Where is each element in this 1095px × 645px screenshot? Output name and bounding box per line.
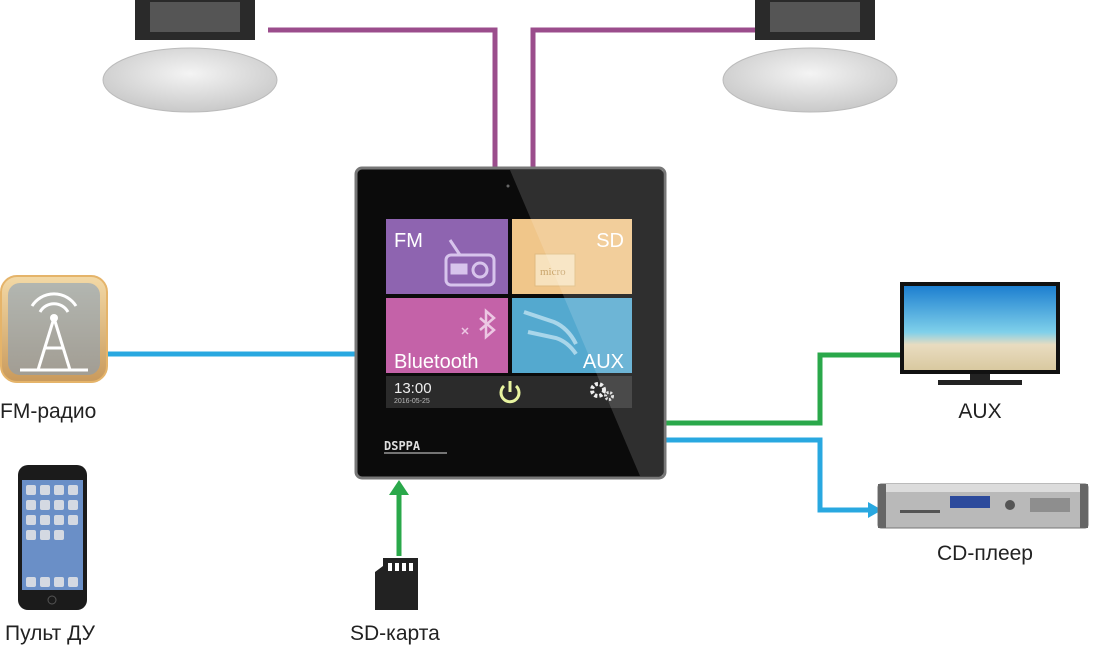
right-ceiling-speaker-icon	[722, 0, 898, 113]
cd-arrow-icon	[868, 502, 882, 518]
dsppa-logo: DSPPA	[384, 439, 447, 454]
sd-card-label: SD-карта	[350, 622, 440, 645]
power-icon[interactable]	[499, 381, 521, 404]
sd-card-icon	[375, 558, 418, 610]
svg-text:DSPPA: DSPPA	[384, 439, 421, 453]
speaker-cables	[268, 27, 762, 168]
cd-player-cable	[665, 437, 870, 513]
arrow-up-icon	[389, 480, 409, 495]
cd-player-label: CD-плеер	[937, 542, 1033, 565]
left-speaker-cable	[268, 27, 498, 168]
aux-cable	[665, 352, 902, 426]
bluetooth-icon	[461, 308, 496, 340]
wall-panel-device: FM SD Bluetooth AUX micro 13:00 2016-05-…	[354, 166, 667, 480]
clock-time: 13:00	[394, 380, 432, 397]
tile-bluetooth-label: Bluetooth	[394, 351, 479, 373]
right-speaker-cable	[530, 27, 762, 168]
clock-date: 2016-05-25	[394, 398, 430, 405]
remote-label: Пульт ДУ	[5, 622, 96, 645]
microsd-icon: micro	[534, 253, 576, 287]
fm-radio-tower-icon	[0, 275, 108, 383]
settings-gear-icon[interactable]	[590, 382, 614, 401]
audio-cable-icon	[523, 310, 578, 356]
tile-sd-label: SD	[596, 230, 624, 252]
smartphone-remote-icon	[18, 465, 87, 610]
tile-aux-label: AUX	[583, 351, 624, 373]
tv-icon	[900, 282, 1060, 385]
svg-text:micro: micro	[540, 266, 566, 278]
glass-reflection	[510, 170, 663, 476]
sd-card-cable	[389, 480, 409, 556]
radio-icon	[444, 239, 496, 287]
fm-radio-label: FM-радио	[0, 400, 96, 423]
left-ceiling-speaker-icon	[102, 0, 278, 113]
aux-label: AUX	[958, 400, 1001, 423]
cd-player-icon	[877, 483, 1089, 529]
tile-fm-label: FM	[394, 230, 423, 252]
